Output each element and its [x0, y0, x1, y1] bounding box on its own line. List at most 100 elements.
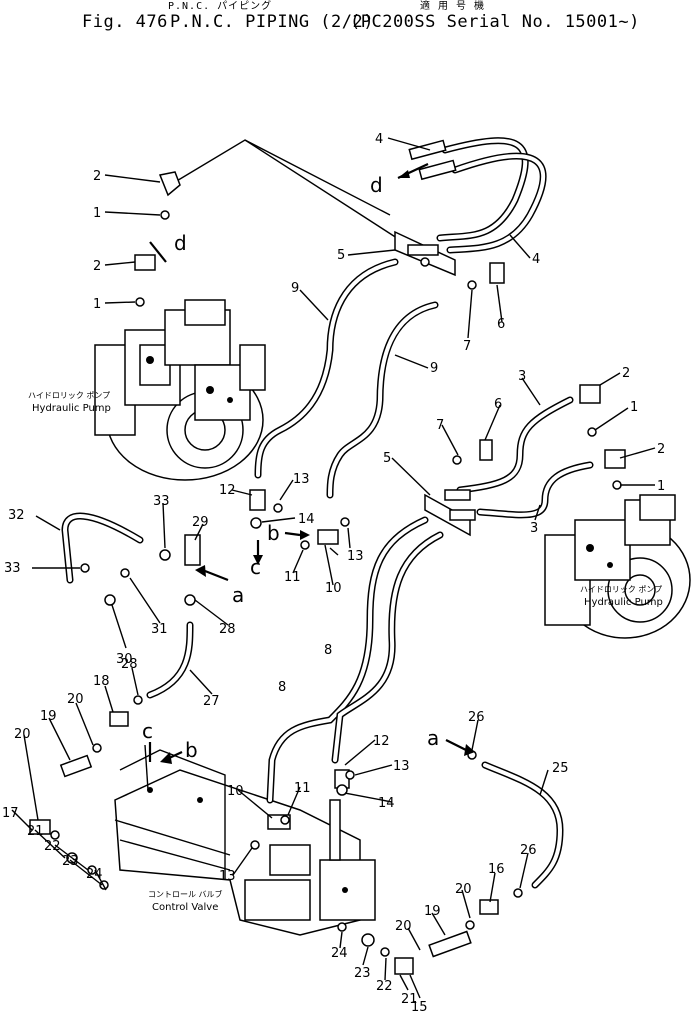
callout-14: 14 [298, 512, 315, 527]
hydraulic-pump-left [94, 299, 266, 481]
callout-7: 7 [463, 339, 471, 354]
hose-27 [146, 621, 194, 699]
callout-3: 3 [518, 369, 526, 384]
callout-8: 8 [324, 643, 332, 658]
hydraulic-pump-right [544, 494, 691, 639]
callout-28: 28 [121, 657, 138, 672]
callout-3: 3 [530, 521, 538, 536]
callout-6: 6 [497, 317, 505, 332]
title-jp-left: P.N.C. パイピング [168, 1, 273, 12]
hydraulic-pump-left-label-jp: ハイドロリック ポンプ [28, 391, 110, 400]
hydraulic-pump-right-label: Hydraulic Pump [584, 597, 663, 608]
callout-16: 16 [488, 862, 505, 877]
callout-13: 13 [293, 472, 310, 487]
callout-24: 24 [331, 946, 348, 961]
callout-19: 19 [424, 904, 441, 919]
connection-letter-c: c [250, 555, 261, 579]
serial-range: (PC200SS Serial No. 15001~) [350, 12, 640, 32]
bracket-5-lower [424, 489, 476, 537]
tube-route-top [174, 139, 401, 241]
callout-4: 4 [375, 132, 383, 147]
hose-8 [266, 516, 444, 804]
callout-numbers: 4 2 1 2 1 5 4 9 9 7 6 3 2 1 2 1 3 5 7 6 … [2, 132, 665, 1014]
connection-letter-d: d [370, 173, 383, 197]
callout-2: 2 [93, 259, 101, 274]
callout-33: 33 [153, 494, 170, 509]
callout-20: 20 [455, 882, 472, 897]
callout-24: 24 [86, 867, 103, 882]
callout-12: 12 [373, 734, 390, 749]
callout-5: 5 [383, 451, 391, 466]
connection-letter-a: a [232, 583, 244, 607]
callout-6: 6 [494, 397, 502, 412]
callout-31: 31 [151, 622, 168, 637]
callout-1: 1 [93, 206, 101, 221]
callout-14: 14 [378, 796, 395, 811]
callout-13: 13 [393, 759, 410, 774]
title-jp-right: 適 用 号 機 [420, 1, 486, 12]
callout-23: 23 [62, 854, 79, 869]
hydraulic-pump-left-label: Hydraulic Pump [32, 403, 111, 414]
component-labels: ハイドロリック ポンプ Hydraulic Pump ハイドロリック ポンプ H… [28, 391, 663, 913]
callout-33: 33 [4, 561, 21, 576]
hose-25 [481, 761, 564, 889]
callout-15: 15 [411, 1000, 428, 1014]
callout-18: 18 [93, 674, 110, 689]
callout-12: 12 [219, 483, 236, 498]
connection-letter-c: c [142, 719, 153, 743]
callout-2: 2 [93, 169, 101, 184]
hydraulic-pump-right-label-jp: ハイドロリック ポンプ [580, 585, 662, 594]
control-valve-label-jp: コントロール バルブ [148, 889, 223, 899]
callout-27: 27 [203, 694, 220, 709]
callout-11: 11 [284, 570, 301, 585]
figure-number: Fig. 476 [82, 12, 168, 32]
callout-9: 9 [430, 361, 438, 376]
control-valve [114, 749, 376, 936]
fittings [29, 171, 626, 975]
callout-17: 17 [2, 806, 19, 821]
callout-1: 1 [93, 297, 101, 312]
callout-20: 20 [14, 727, 31, 742]
callout-2: 2 [657, 442, 665, 457]
callout-30: 30 [116, 652, 133, 667]
callout-1: 1 [657, 479, 665, 494]
figure-title: P.N.C. PIPING (2/2) [170, 12, 374, 32]
callout-26: 26 [468, 710, 485, 725]
connection-letters: d d c b a c b a [142, 173, 439, 762]
callout-5: 5 [337, 248, 345, 263]
callout-19: 19 [40, 709, 57, 724]
callout-11: 11 [294, 781, 311, 796]
callout-21: 21 [401, 992, 418, 1007]
callout-22: 22 [44, 839, 61, 854]
callout-9: 9 [291, 281, 299, 296]
hose-32 [61, 512, 144, 584]
callout-1: 1 [630, 400, 638, 415]
control-valve-label: Control Valve [152, 902, 218, 913]
callout-10: 10 [325, 581, 342, 596]
callout-28: 28 [219, 622, 236, 637]
connection-letter-d: d [174, 231, 187, 255]
hose-3 [456, 396, 594, 519]
connection-letter-b: b [185, 738, 198, 762]
callout-23: 23 [354, 966, 371, 981]
callout-13: 13 [219, 869, 236, 884]
connection-letter-b: b [267, 521, 280, 545]
leader-lines [11, 137, 656, 999]
callout-2: 2 [622, 366, 630, 381]
callout-20: 20 [395, 919, 412, 934]
callout-20: 20 [67, 692, 84, 707]
connection-letter-a: a [427, 726, 439, 750]
callout-10: 10 [227, 784, 244, 799]
callout-4: 4 [532, 252, 540, 267]
hose-9 [254, 258, 439, 499]
bracket-5-upper [394, 230, 456, 277]
callout-25: 25 [552, 761, 569, 776]
callout-13: 13 [347, 549, 364, 564]
callout-29: 29 [192, 515, 209, 530]
callout-8: 8 [278, 680, 286, 695]
callout-7: 7 [436, 418, 444, 433]
hose-4 [408, 137, 547, 254]
callout-22: 22 [376, 979, 393, 994]
